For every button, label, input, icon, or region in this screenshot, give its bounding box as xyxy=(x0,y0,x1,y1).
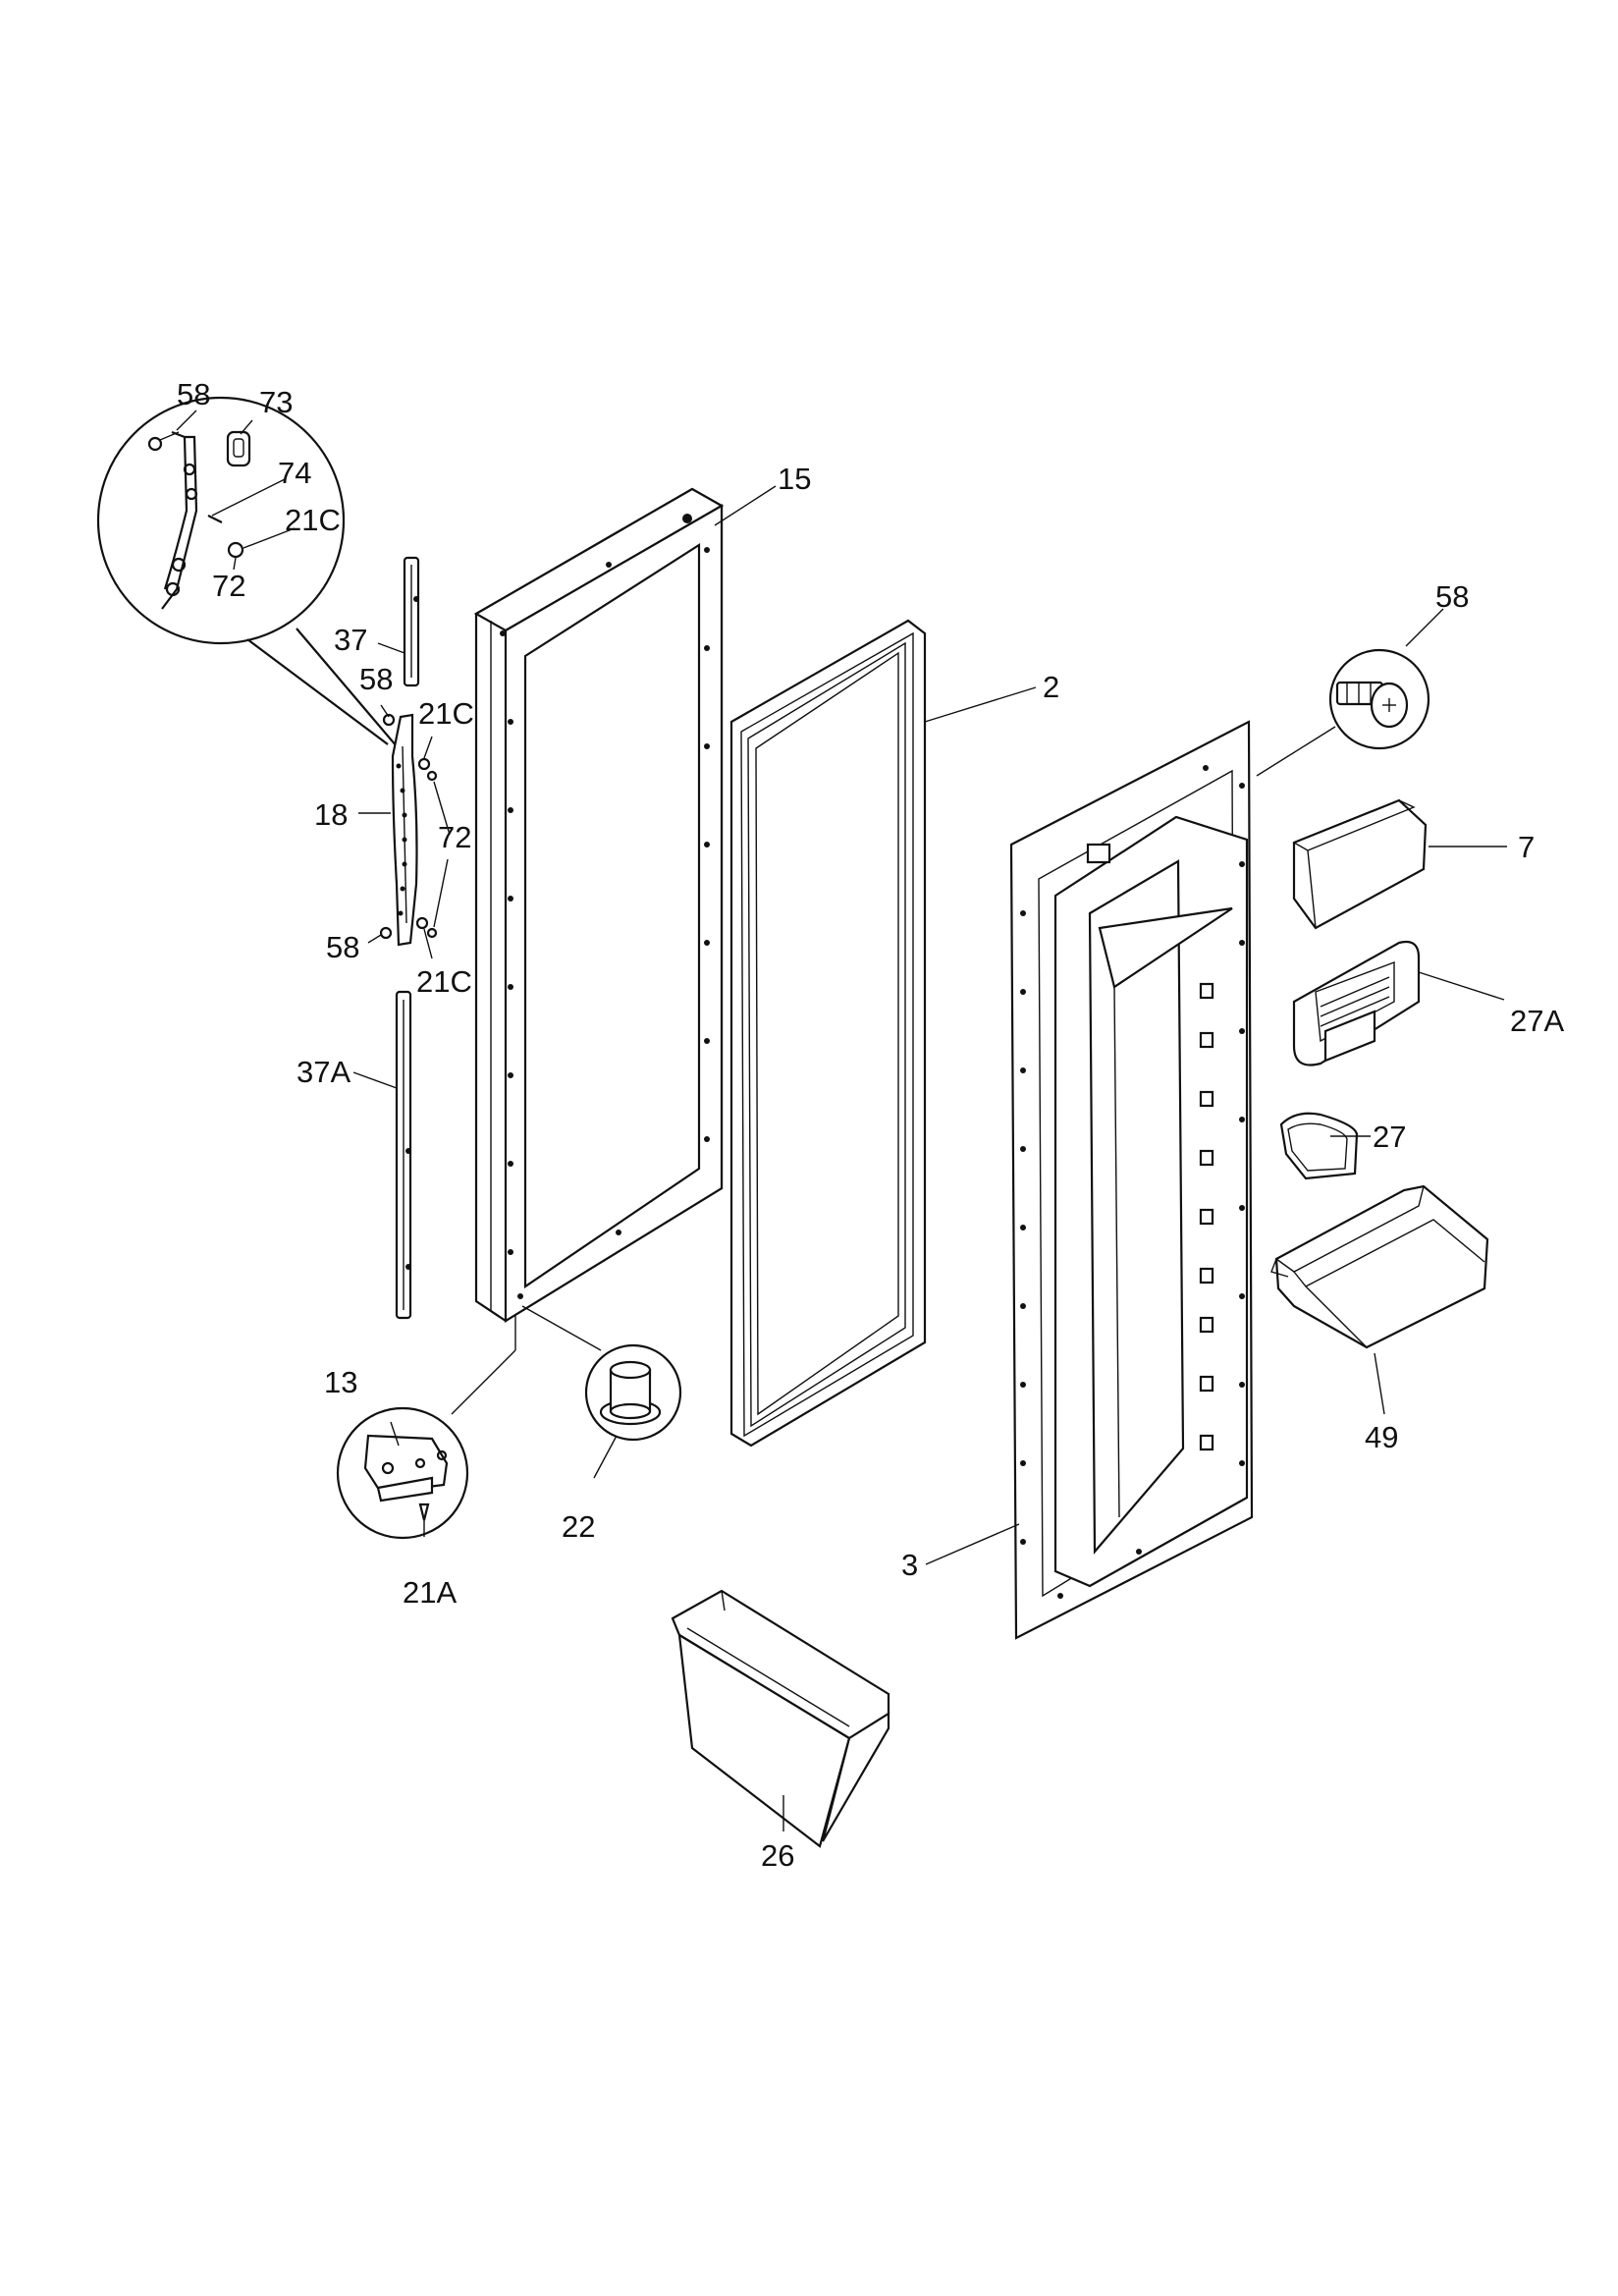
callout-21c-detail: 21C xyxy=(285,503,341,537)
detail-leader-line xyxy=(246,638,389,745)
callout-2: 2 xyxy=(1043,670,1059,704)
callout-58-right: 58 xyxy=(1435,579,1469,614)
handle-trim-strip-lower xyxy=(395,990,412,1320)
callout-13: 13 xyxy=(324,1365,357,1399)
door-bushing xyxy=(584,1343,682,1442)
callout-21c-lower: 21C xyxy=(416,964,472,999)
door-shelf-bin xyxy=(1270,1184,1489,1349)
dairy-bin-front xyxy=(1292,940,1421,1066)
callout-22: 22 xyxy=(562,1509,595,1544)
callout-21a: 21A xyxy=(403,1575,457,1610)
callout-37: 37 xyxy=(334,623,367,657)
callout-58-lower: 58 xyxy=(326,930,359,964)
door-gasket xyxy=(729,619,927,1448)
callout-labels: 58 73 74 21C 72 15 2 58 37 58 21C 18 72 … xyxy=(177,377,1564,1873)
door-outer-panel xyxy=(473,487,725,1323)
callout-26: 26 xyxy=(761,1838,794,1873)
shelf-retainer-clip xyxy=(1279,1112,1359,1180)
callout-73: 73 xyxy=(259,385,293,419)
lower-door-bin xyxy=(671,1589,890,1848)
door-inner-liner xyxy=(1009,720,1254,1640)
hinge-detail-circle xyxy=(336,1406,469,1540)
callout-15: 15 xyxy=(778,462,811,496)
callout-37a: 37A xyxy=(297,1055,351,1089)
callout-58-upper: 58 xyxy=(359,662,393,696)
callout-21c-upper: 21C xyxy=(418,696,474,731)
callout-7: 7 xyxy=(1518,830,1535,864)
callout-3: 3 xyxy=(901,1548,918,1582)
callout-18: 18 xyxy=(314,797,348,832)
callout-72-detail: 72 xyxy=(212,569,245,603)
screw-detail-circle xyxy=(1328,648,1430,750)
callout-49: 49 xyxy=(1365,1420,1398,1454)
callout-72: 72 xyxy=(438,820,471,854)
dairy-compartment-door xyxy=(1292,798,1428,930)
callout-74: 74 xyxy=(278,456,311,490)
handle-detail-circle xyxy=(96,396,346,645)
callout-27: 27 xyxy=(1373,1120,1406,1154)
callout-58-detail: 58 xyxy=(177,377,210,411)
handle-trim-strip-upper xyxy=(403,556,420,687)
callout-27a: 27A xyxy=(1510,1004,1564,1038)
detail-leader-line xyxy=(296,628,398,747)
door-handle xyxy=(391,713,418,947)
